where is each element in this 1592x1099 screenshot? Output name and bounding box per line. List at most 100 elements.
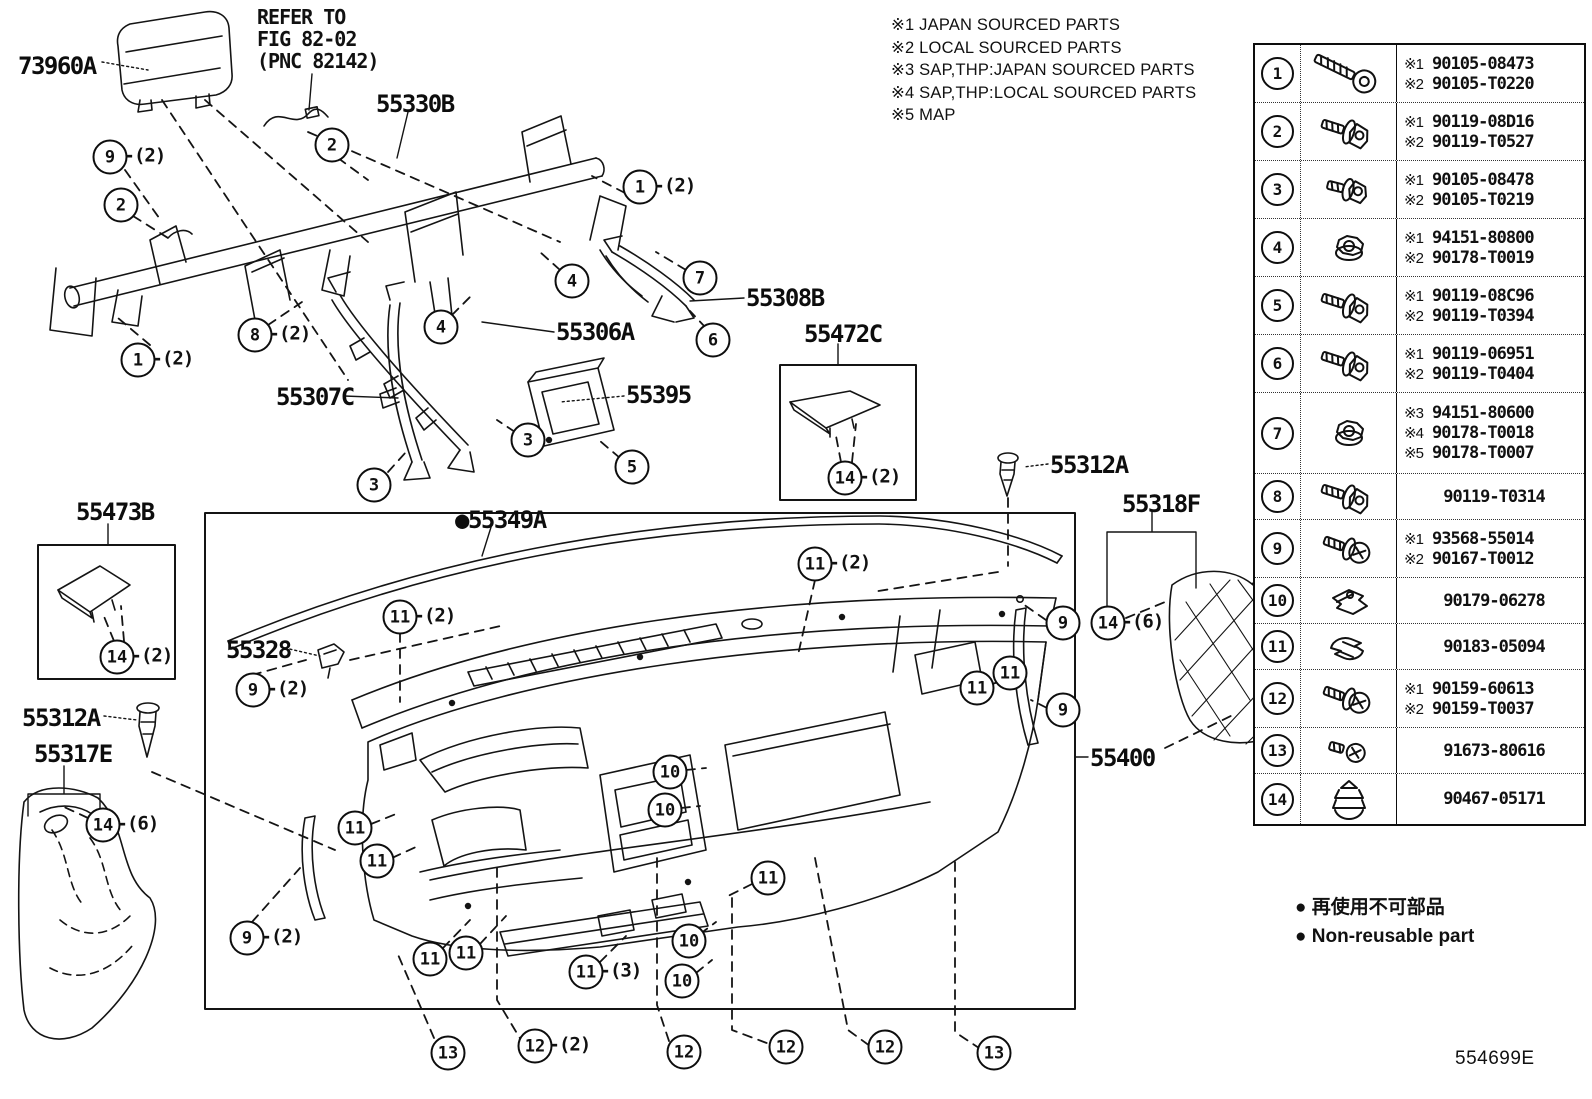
fastener-row-number-cell: 13 xyxy=(1255,728,1301,773)
part-number: 90159-T0037 xyxy=(1432,698,1535,719)
part-number-line: 90179-06278 xyxy=(1404,591,1584,611)
assembly-dashed-lines xyxy=(61,99,1236,1049)
callout-9-x2: 9 -(2) xyxy=(235,672,309,708)
fastener-part-numbers: 91673-80616 xyxy=(1397,728,1584,773)
callout-13: 13 xyxy=(976,1035,1012,1071)
callout-number: 14 xyxy=(106,647,128,667)
callout-12: 12 xyxy=(768,1029,804,1065)
callout-5: 5 xyxy=(614,449,650,485)
callout-number: 11 xyxy=(366,851,388,871)
callout-number: 10 xyxy=(659,762,681,782)
callout-count: -(2) xyxy=(260,925,304,948)
sourcing-legend-line-4: ※4 SAP,THP:LOCAL SOURCED PARTS xyxy=(891,83,1197,102)
callout-number: 11 xyxy=(419,949,441,969)
callout-9: 9 xyxy=(1045,605,1081,641)
callout-14-x2: 14-(2) xyxy=(99,639,173,675)
callout-number: 14 xyxy=(834,468,856,488)
grommet-icon xyxy=(1301,774,1397,824)
part-label-55349a: ●55349A xyxy=(455,506,547,534)
callout-7: 7 xyxy=(682,260,718,296)
fastener-row-number-cell: 11 xyxy=(1255,624,1301,669)
part-number: 90105-08478 xyxy=(1432,169,1535,190)
cowl-side-panel-55317e xyxy=(17,787,157,1040)
callout-number: 10 xyxy=(654,800,676,820)
part-label-55307c: 55307C xyxy=(276,383,355,411)
bolt-flange-icon xyxy=(1301,335,1397,392)
part-number: 94151-80800 xyxy=(1432,227,1535,248)
clip-nut-icon xyxy=(1301,578,1397,623)
callout-number: 6 xyxy=(707,330,719,350)
screw-icon xyxy=(1301,520,1397,577)
callout-4: 4 xyxy=(554,263,590,299)
sourcing-legend-line-2: ※2 LOCAL SOURCED PARTS xyxy=(891,38,1122,57)
callout-number: 11 xyxy=(455,943,477,963)
bracket-55395 xyxy=(527,357,615,447)
fastener-row-11: 11 90183-05094 xyxy=(1255,623,1584,669)
box-55473b xyxy=(37,544,176,680)
figure-code: 554699E xyxy=(1455,1048,1535,1069)
callout-13: 13 xyxy=(430,1035,466,1071)
callout-number: 1 xyxy=(634,177,646,197)
fastener-number-badge: 8 xyxy=(1261,480,1294,513)
callout-11-x2: 11-(2) xyxy=(797,546,871,582)
callout-count: -(3) xyxy=(599,959,643,982)
callout-number: 4 xyxy=(566,271,578,291)
fastener-row-number-cell: 8 xyxy=(1255,474,1301,519)
bolt-long-icon xyxy=(1301,45,1397,102)
nut-icon xyxy=(1301,219,1397,276)
callout-3: 3 xyxy=(510,422,546,458)
callout-12-x2: 12-(2) xyxy=(517,1028,591,1064)
fastener-row-number-cell: 14 xyxy=(1255,774,1301,824)
callout-count: -(2) xyxy=(548,1033,592,1056)
fastener-part-numbers: 90119-T0314 xyxy=(1397,474,1584,519)
fastener-row-number-cell: 5 xyxy=(1255,277,1301,334)
fastener-number-badge: 14 xyxy=(1261,782,1294,816)
callout-count: -(2) xyxy=(266,677,310,700)
callout-number: 9 xyxy=(1057,700,1069,720)
callout-6: 6 xyxy=(695,322,731,358)
bolt-flange-icon xyxy=(1301,277,1397,334)
part-number: 90167-T0012 xyxy=(1432,548,1535,569)
sourcing-note: ※2 xyxy=(1404,191,1424,209)
callout-2: 2 xyxy=(314,127,350,163)
callout-count: -(2) xyxy=(151,347,195,370)
part-label-55318f: 55318F xyxy=(1122,490,1201,518)
sourcing-note: ※5 xyxy=(1404,445,1424,462)
callout-number: 13 xyxy=(437,1043,459,1063)
callout-number: 10 xyxy=(678,931,700,951)
callout-number: 11 xyxy=(966,678,988,698)
part-number: 90119-08D16 xyxy=(1432,111,1535,132)
fastener-row-number-cell: 3 xyxy=(1255,161,1301,218)
callout-count: -(2) xyxy=(828,551,872,574)
callout-10: 10 xyxy=(664,963,700,999)
screw-short-icon xyxy=(1301,728,1397,773)
fastener-part-numbers: 90183-05094 xyxy=(1397,624,1584,669)
callout-number: 5 xyxy=(626,457,638,477)
callout-number: 12 xyxy=(673,1042,695,1062)
callout-10: 10 xyxy=(652,754,688,790)
callout-count: -(6) xyxy=(116,812,160,835)
sourcing-note: ※1 xyxy=(1404,171,1424,189)
part-number-line: 91673-80616 xyxy=(1404,741,1584,761)
part-number: 90159-60613 xyxy=(1432,678,1535,699)
callout-number: 9 xyxy=(247,680,259,700)
panel-55473b xyxy=(57,565,131,623)
fastener-row-number-cell: 9 xyxy=(1255,520,1301,577)
fastener-number-badge: 9 xyxy=(1261,532,1294,565)
trim-strip-55349a xyxy=(227,515,1063,650)
